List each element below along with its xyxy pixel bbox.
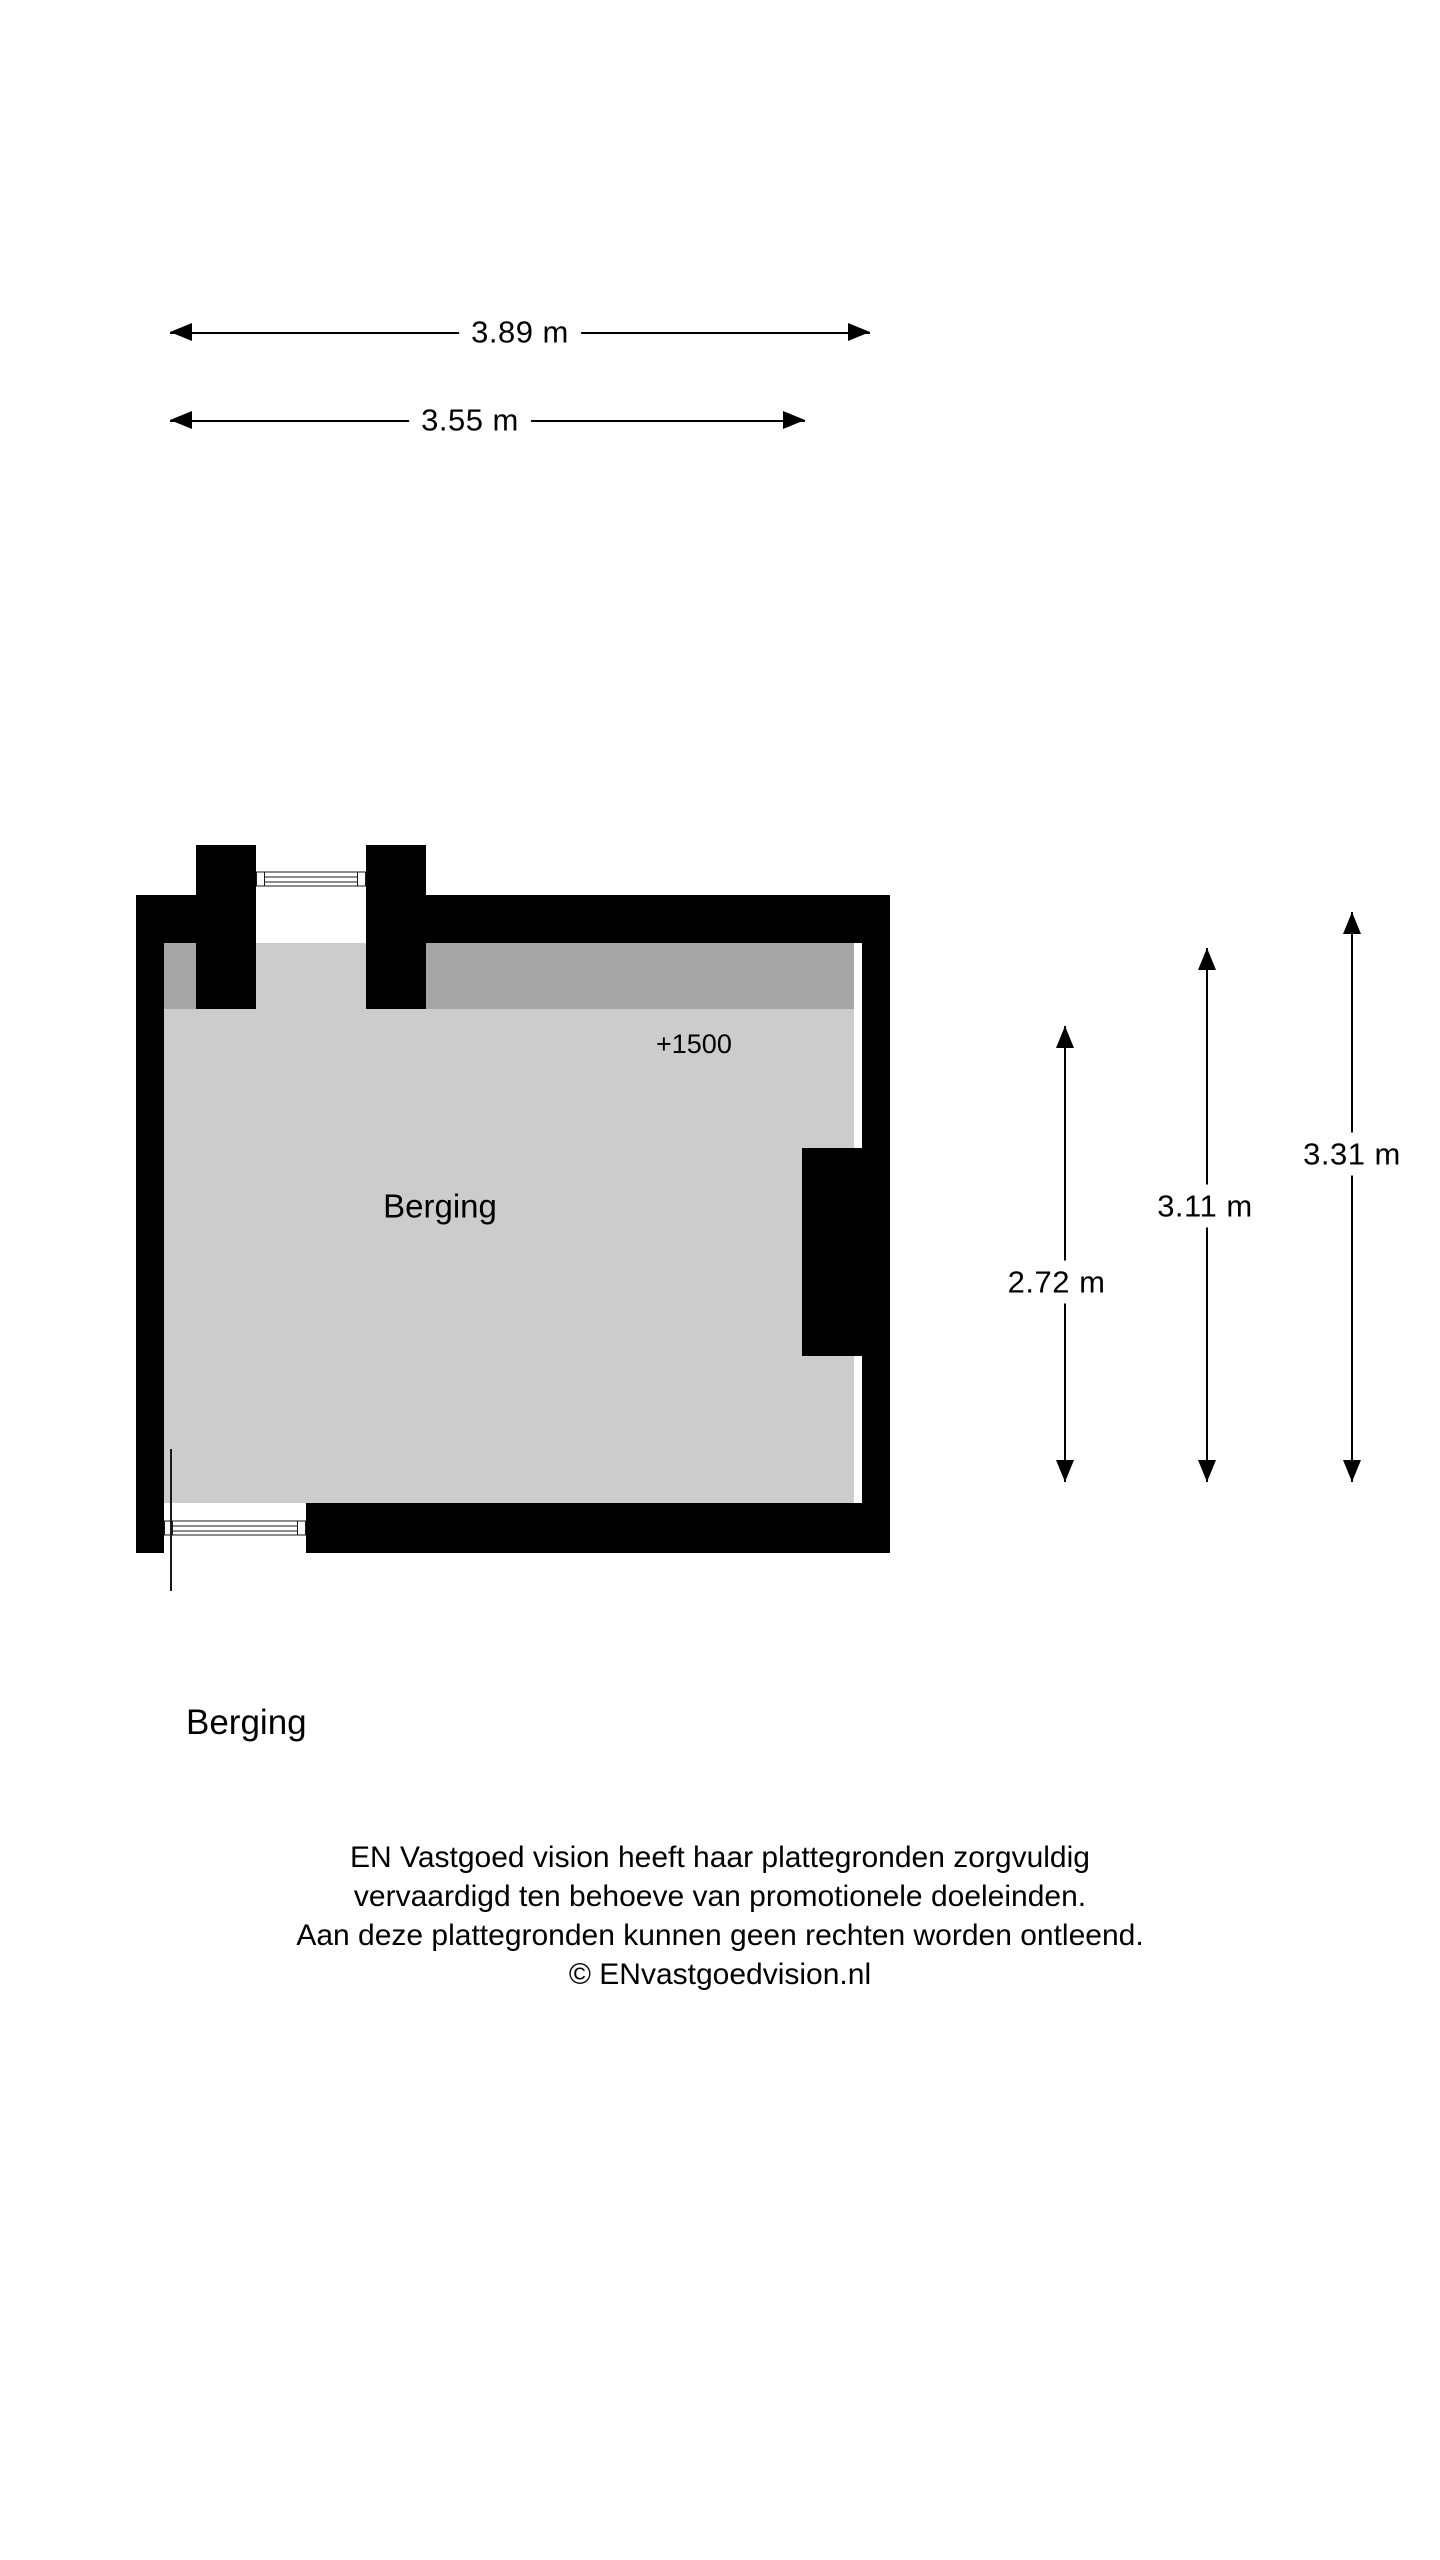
arrowhead-down-icon <box>1198 1460 1216 1482</box>
dimension-label: 2.72 m <box>1003 1260 1110 1304</box>
dimension-right-3-11: 3.11 m <box>1153 948 1257 1482</box>
disclaimer-line-3: Aan deze plattegronden kunnen geen recht… <box>296 1919 1144 1952</box>
dimension-top-3-55: 3.55 m <box>170 400 805 440</box>
window-pane <box>164 1520 306 1536</box>
window-top <box>256 861 366 897</box>
floor-area <box>164 943 854 1503</box>
pilaster-left <box>196 845 256 1009</box>
dimension-label: 3.11 m <box>1153 1184 1257 1228</box>
room-label: Berging <box>383 1187 497 1225</box>
disclaimer-line-4: © ENvastgoedvision.nl <box>568 1958 872 1991</box>
floorplan-drawing: +1500 Berging <box>136 845 896 1591</box>
dimension-label: 3.31 m <box>1299 1132 1405 1176</box>
elevation-label: +1500 <box>656 1029 732 1059</box>
window-endcap-left <box>164 1520 173 1536</box>
arrowhead-up-icon <box>1056 1026 1074 1048</box>
disclaimer-line-2: vervaardigd ten behoeve van promotionele… <box>353 1880 1087 1913</box>
dimension-top-3-89: 3.89 m <box>170 312 870 352</box>
window-endcap-left <box>256 871 265 887</box>
arrowhead-up-icon <box>1343 912 1361 934</box>
wall-right <box>862 895 890 1553</box>
disclaimer-line-1: EN Vastgoed vision heeft haar plattegron… <box>350 1841 1090 1874</box>
arrowhead-left-icon <box>170 411 192 429</box>
plan-title: Berging <box>186 1703 307 1742</box>
shaded-band-top-right <box>426 943 854 1009</box>
dimension-line <box>1064 1026 1066 1482</box>
window-endcap-right <box>297 1520 306 1536</box>
arrowhead-down-icon <box>1056 1460 1074 1482</box>
window-endcap-right <box>357 871 366 887</box>
dimension-right-2-72: 2.72 m <box>1003 1026 1110 1482</box>
door-swing-line <box>170 1449 172 1591</box>
window-pane <box>256 871 366 887</box>
window-bottom <box>164 1512 306 1544</box>
dimension-label: 3.89 m <box>459 316 581 348</box>
dimension-label: 3.55 m <box>409 404 531 436</box>
wall-top-right-segment <box>366 895 890 943</box>
arrowhead-left-icon <box>170 323 192 341</box>
arrowhead-down-icon <box>1343 1460 1361 1482</box>
disclaimer: EN Vastgoed vision heeft haar plattegron… <box>0 1838 1440 1994</box>
arrowhead-up-icon <box>1198 948 1216 970</box>
arrowhead-right-icon <box>848 323 870 341</box>
wall-right-notch <box>802 1148 862 1356</box>
pilaster-right <box>366 845 426 1009</box>
arrowhead-right-icon <box>783 411 805 429</box>
dimension-line <box>1351 912 1353 1482</box>
wall-left <box>136 895 164 1553</box>
dimension-right-3-31: 3.31 m <box>1299 912 1405 1482</box>
